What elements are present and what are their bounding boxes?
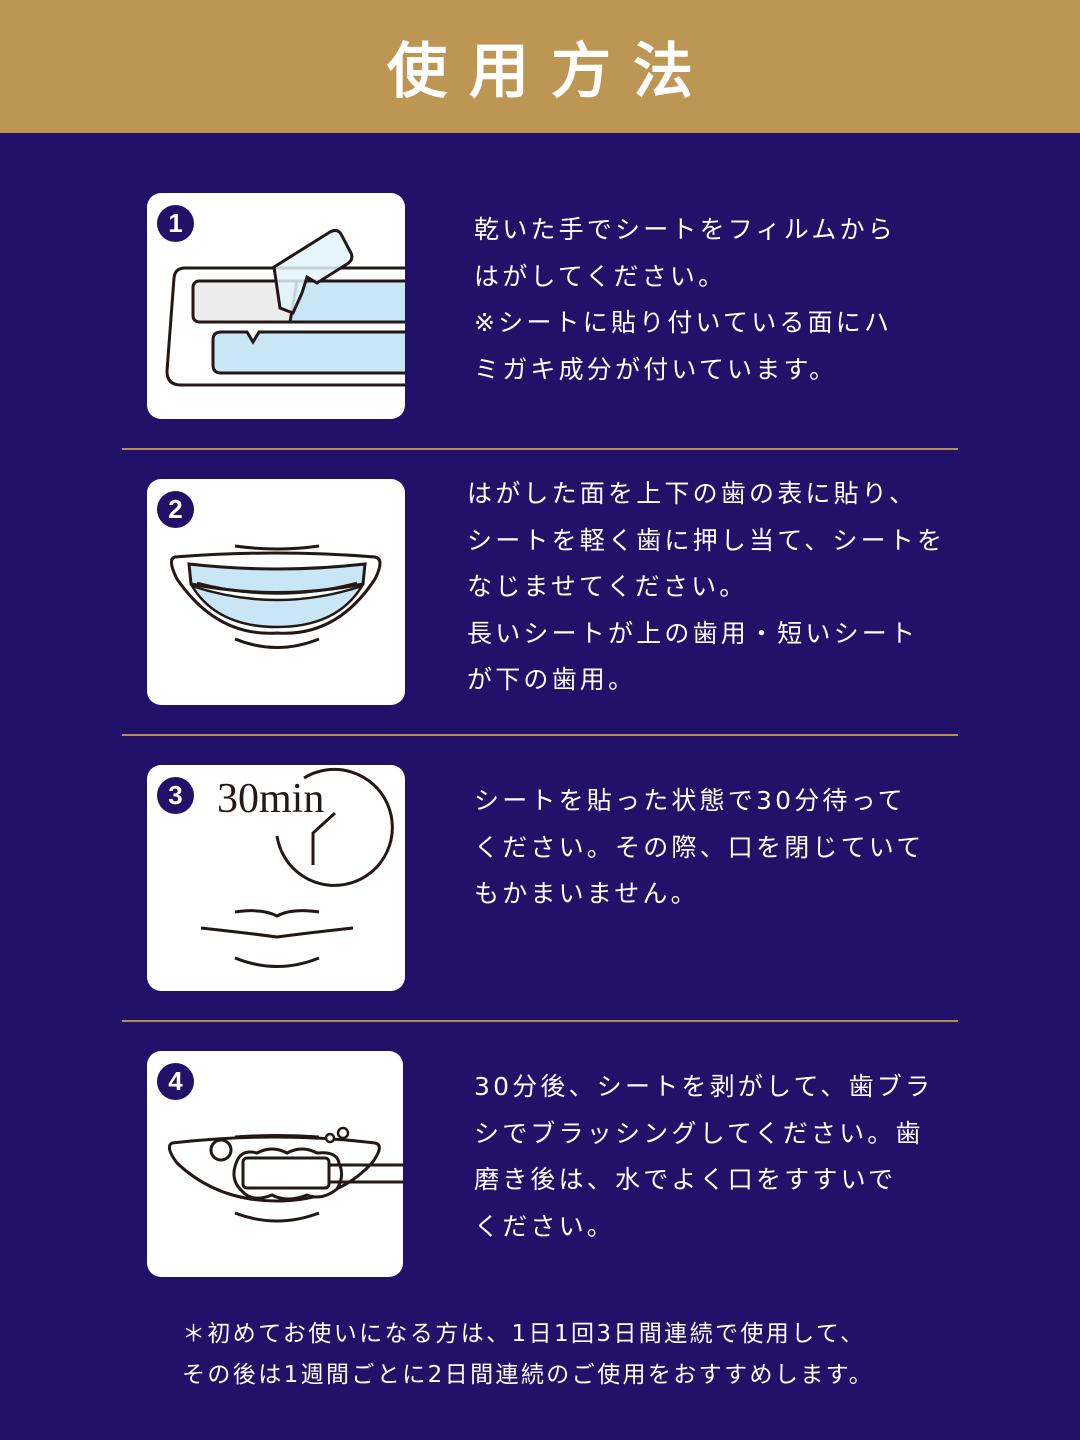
step-2-illustration: 2 — [147, 479, 405, 705]
divider — [122, 1020, 958, 1022]
usage-footnote: ＊初めてお使いになる方は、1日1回3日間連続で使用して、 その後は1週間ごとに2… — [182, 1321, 875, 1388]
step-2-text: はがした面を上下の歯の表に貼り、 シートを軽く歯に押し当て、シートを なじませて… — [467, 479, 946, 694]
teeth-with-sheet-icon — [170, 544, 382, 649]
clock-and-mouth-icon — [200, 767, 394, 968]
step-number-badge: 1 — [157, 205, 194, 242]
step-3-text: シートを貼った状態で30分待って ください。その際、口を閉じていて もかまいませ… — [474, 786, 925, 908]
sheet-peel-icon — [165, 228, 405, 387]
toothbrush-icon — [167, 1126, 403, 1223]
step-number-badge: 4 — [157, 1063, 194, 1100]
step-4-text: 30分後、シートを剥がして、歯ブラ シでブラッシングしてください。歯 磨き後は、… — [474, 1072, 934, 1241]
divider — [122, 448, 958, 450]
header-banner: 使用方法 — [0, 0, 1080, 133]
step-4-illustration: 4 — [147, 1051, 403, 1277]
step-1-illustration: 1 — [147, 193, 405, 419]
divider — [122, 734, 958, 736]
step-1-text: 乾いた手でシートをフィルムから はがしてください。 ※シートに貼り付いている面に… — [474, 215, 897, 384]
step-number-badge: 3 — [157, 777, 194, 814]
page-title: 使用方法 — [387, 37, 715, 107]
timer-label: 30min — [217, 776, 325, 822]
step-number-badge: 2 — [157, 491, 194, 528]
step-3-illustration: 3 30min — [147, 765, 405, 991]
